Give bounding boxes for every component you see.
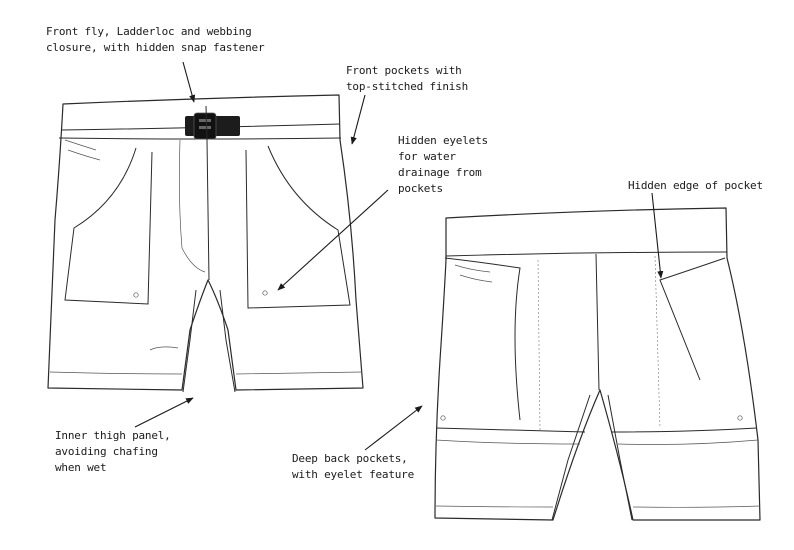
callout-arrows	[134, 61, 664, 451]
back-pocket-bottom-seam	[435, 427, 586, 433]
hidden-pocket-edge-left	[537, 259, 541, 431]
arrow-inner-thigh	[134, 397, 194, 428]
back-shorts-outline	[434, 207, 761, 521]
back-center-seam	[595, 253, 600, 391]
label-hidden-edge: Hidden edge of pocket	[628, 179, 763, 192]
label-inner-thigh: Inner thigh panel, avoiding chafing when…	[55, 429, 171, 474]
back-eyelet-right	[737, 415, 743, 421]
arrow-eyelet	[277, 189, 389, 291]
front-pocket-left	[64, 147, 153, 305]
front-fly-line	[205, 105, 210, 281]
arrow-back-pocket	[364, 405, 423, 451]
label-front-pockets: Front pockets with top-stitched finish	[346, 64, 469, 93]
back-eyelet-left	[440, 415, 446, 421]
arrow-front-pocket	[350, 94, 366, 145]
arrow-hidden-edge	[651, 192, 664, 279]
hidden-pocket-edge-right	[654, 255, 661, 429]
front-pocket-right	[245, 145, 351, 309]
label-fly-closure: Front fly, Ladderloc and webbing closure…	[46, 25, 265, 54]
arrow-fly	[182, 61, 196, 103]
back-waistband-seam	[445, 251, 728, 257]
label-hidden-eyelets: Hidden eyelets for water drainage from p…	[398, 134, 488, 195]
eyelet-left	[133, 292, 139, 298]
back-view-shorts	[434, 207, 761, 521]
label-back-pockets: Deep back pockets, with eyelet feature	[292, 452, 415, 481]
eyelet-right	[262, 290, 268, 296]
front-view-shorts	[47, 94, 364, 393]
front-shorts-outline	[47, 94, 364, 391]
fly-stitching	[178, 139, 206, 273]
